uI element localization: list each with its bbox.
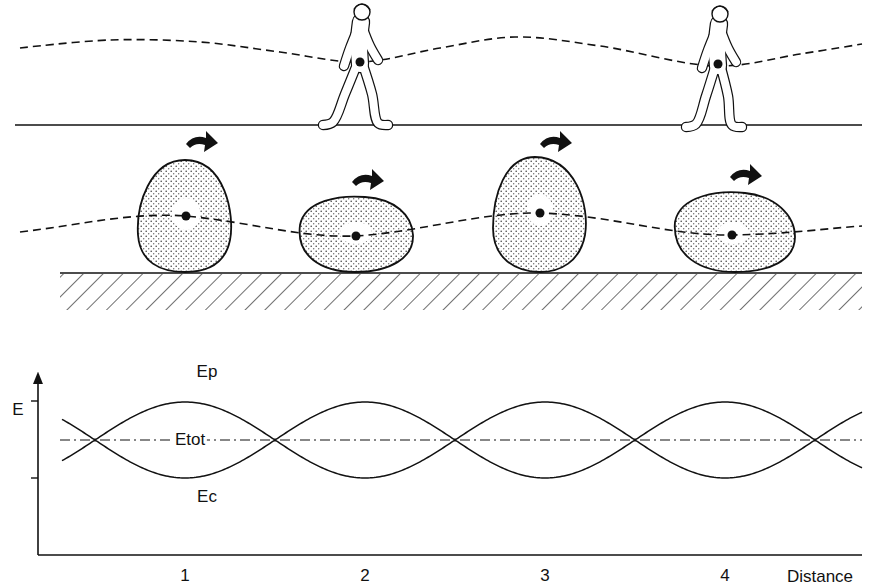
tick-number: 3 <box>538 567 551 586</box>
highlight <box>340 222 372 244</box>
centre-dot <box>536 209 545 218</box>
curve-label: Etot <box>173 431 207 450</box>
egg-highlights <box>172 194 749 244</box>
egg-shape <box>675 192 795 272</box>
axis-tick <box>31 477 38 478</box>
rotation-arrow <box>730 164 762 185</box>
tick-number: 2 <box>358 567 371 586</box>
axis-tick <box>31 400 38 401</box>
figure-outline <box>720 64 742 127</box>
highlight <box>717 222 749 244</box>
rotation-arrows <box>186 131 762 190</box>
centre-dot <box>728 231 737 240</box>
figure-fill <box>720 64 742 127</box>
tick-number: 4 <box>718 567 731 586</box>
figure-fill <box>362 26 378 60</box>
figure-head <box>712 6 728 22</box>
egg-shapes <box>138 157 795 272</box>
figure-fill <box>323 62 358 125</box>
highlight <box>527 194 553 226</box>
axis-label: Distance <box>785 568 855 587</box>
figure-fill <box>720 28 736 62</box>
egg-shape <box>493 157 586 272</box>
figure-hair <box>712 6 728 12</box>
curve-label: Ec <box>195 488 219 507</box>
centre-dot <box>356 58 365 67</box>
walker-figure <box>686 6 742 127</box>
figure-fill <box>686 64 716 127</box>
rotation-arrow <box>186 131 218 152</box>
y-axis <box>37 378 39 555</box>
ground-hatching <box>60 274 862 310</box>
figure-outline <box>323 62 358 125</box>
highlight <box>172 198 200 230</box>
x-axis <box>38 554 862 556</box>
rotation-arrow <box>352 169 384 190</box>
centre-dot <box>714 60 723 69</box>
figure-outline <box>362 62 388 125</box>
figure-head <box>354 4 370 20</box>
curve-label: Ep <box>195 363 220 382</box>
figure-hair <box>354 4 370 10</box>
centre-dots <box>182 209 737 241</box>
tick-number: 1 <box>178 567 191 586</box>
axis-label: E <box>10 401 25 420</box>
figure-outline <box>686 64 716 127</box>
figure-fill <box>362 62 388 125</box>
rotation-arrow <box>540 131 572 152</box>
centre-dot <box>352 232 361 241</box>
centre-dot <box>182 212 191 221</box>
walker-figure <box>323 4 388 125</box>
